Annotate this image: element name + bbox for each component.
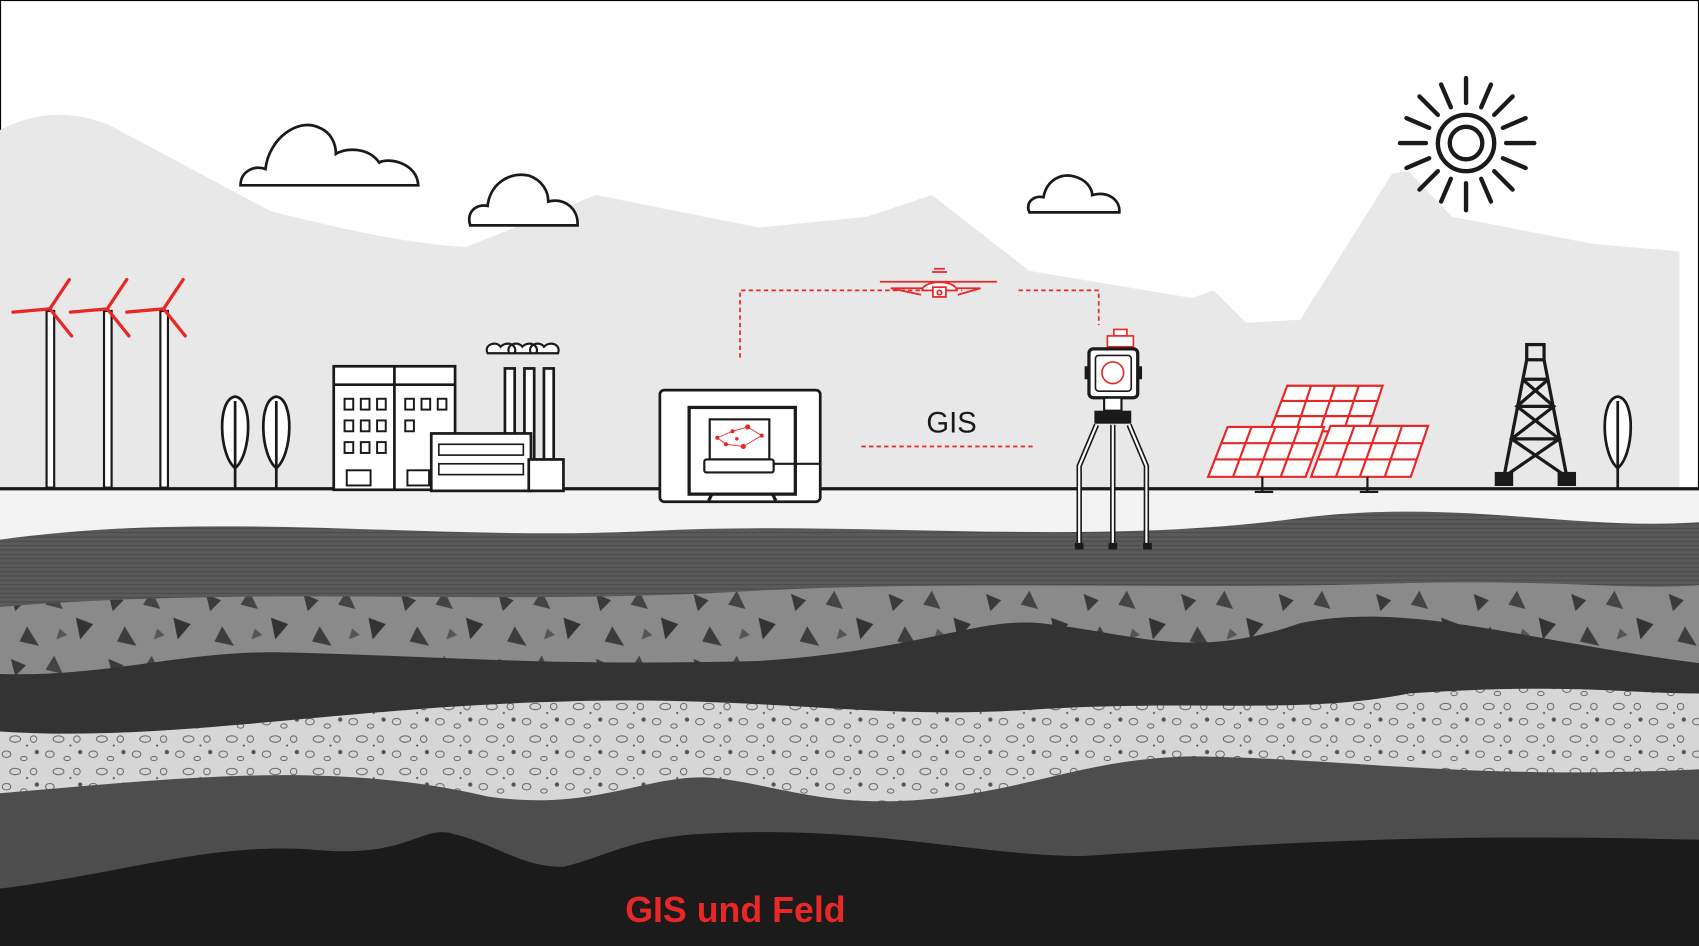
soil-layer-6 xyxy=(0,832,1699,946)
monitor-laptop-icon xyxy=(658,388,822,504)
sun-icon xyxy=(1397,75,1537,213)
cloud-icon xyxy=(1027,174,1121,214)
total-station-icon xyxy=(1074,328,1152,550)
title-caption: GIS und Feld xyxy=(625,890,845,930)
gis-label: GIS xyxy=(926,407,976,439)
factory-icon xyxy=(429,342,565,493)
cloud-icon xyxy=(467,173,579,227)
wind-turbine-icon xyxy=(11,277,187,489)
tree-icon xyxy=(220,395,1633,488)
solar-panel-icon xyxy=(1206,384,1430,494)
drone-icon xyxy=(879,267,997,298)
cloud-icon xyxy=(239,123,420,187)
drone-link-lines xyxy=(739,289,1100,448)
power-tower-icon xyxy=(1494,342,1577,487)
